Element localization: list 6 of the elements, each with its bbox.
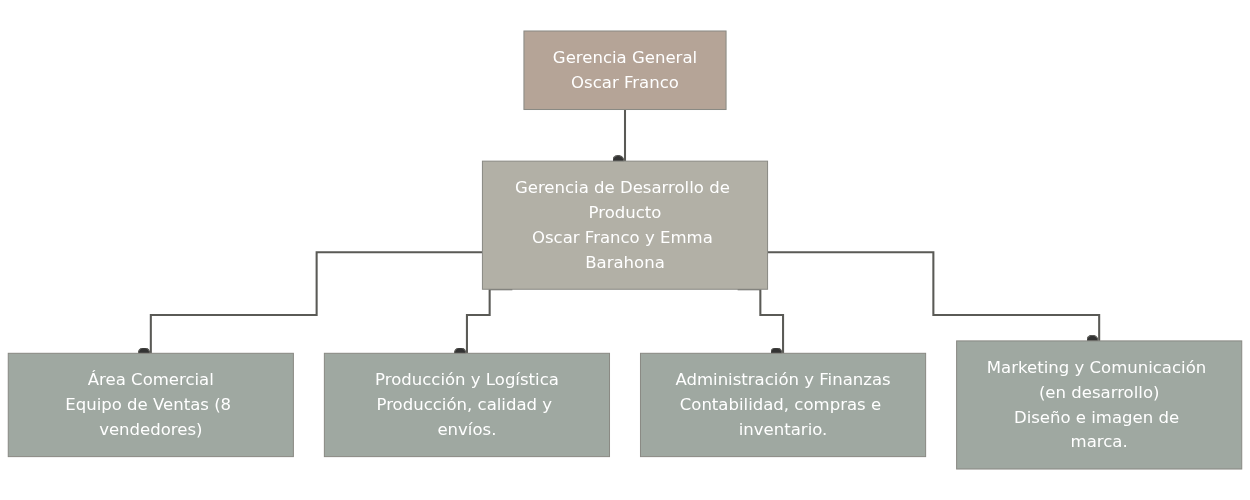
- node-box: Gerencia de Desarrollo de Producto Oscar Franco y Emma Barahona: [481, 160, 769, 290]
- node-box: Área Comercial Equipo de Ventas (8 vendedores): [7, 352, 294, 458]
- node-box: Producción y Logística Producción, calidad y envíos.: [323, 352, 610, 458]
- node-box: Marketing y Comunicación (en desarrollo) Diseño e imagen de marca.: [956, 340, 1243, 470]
- node-box: Gerencia General Oscar Franco: [523, 30, 727, 110]
- node-box: Administración y Finanzas Contabilidad, compras e inventario.: [640, 352, 927, 458]
